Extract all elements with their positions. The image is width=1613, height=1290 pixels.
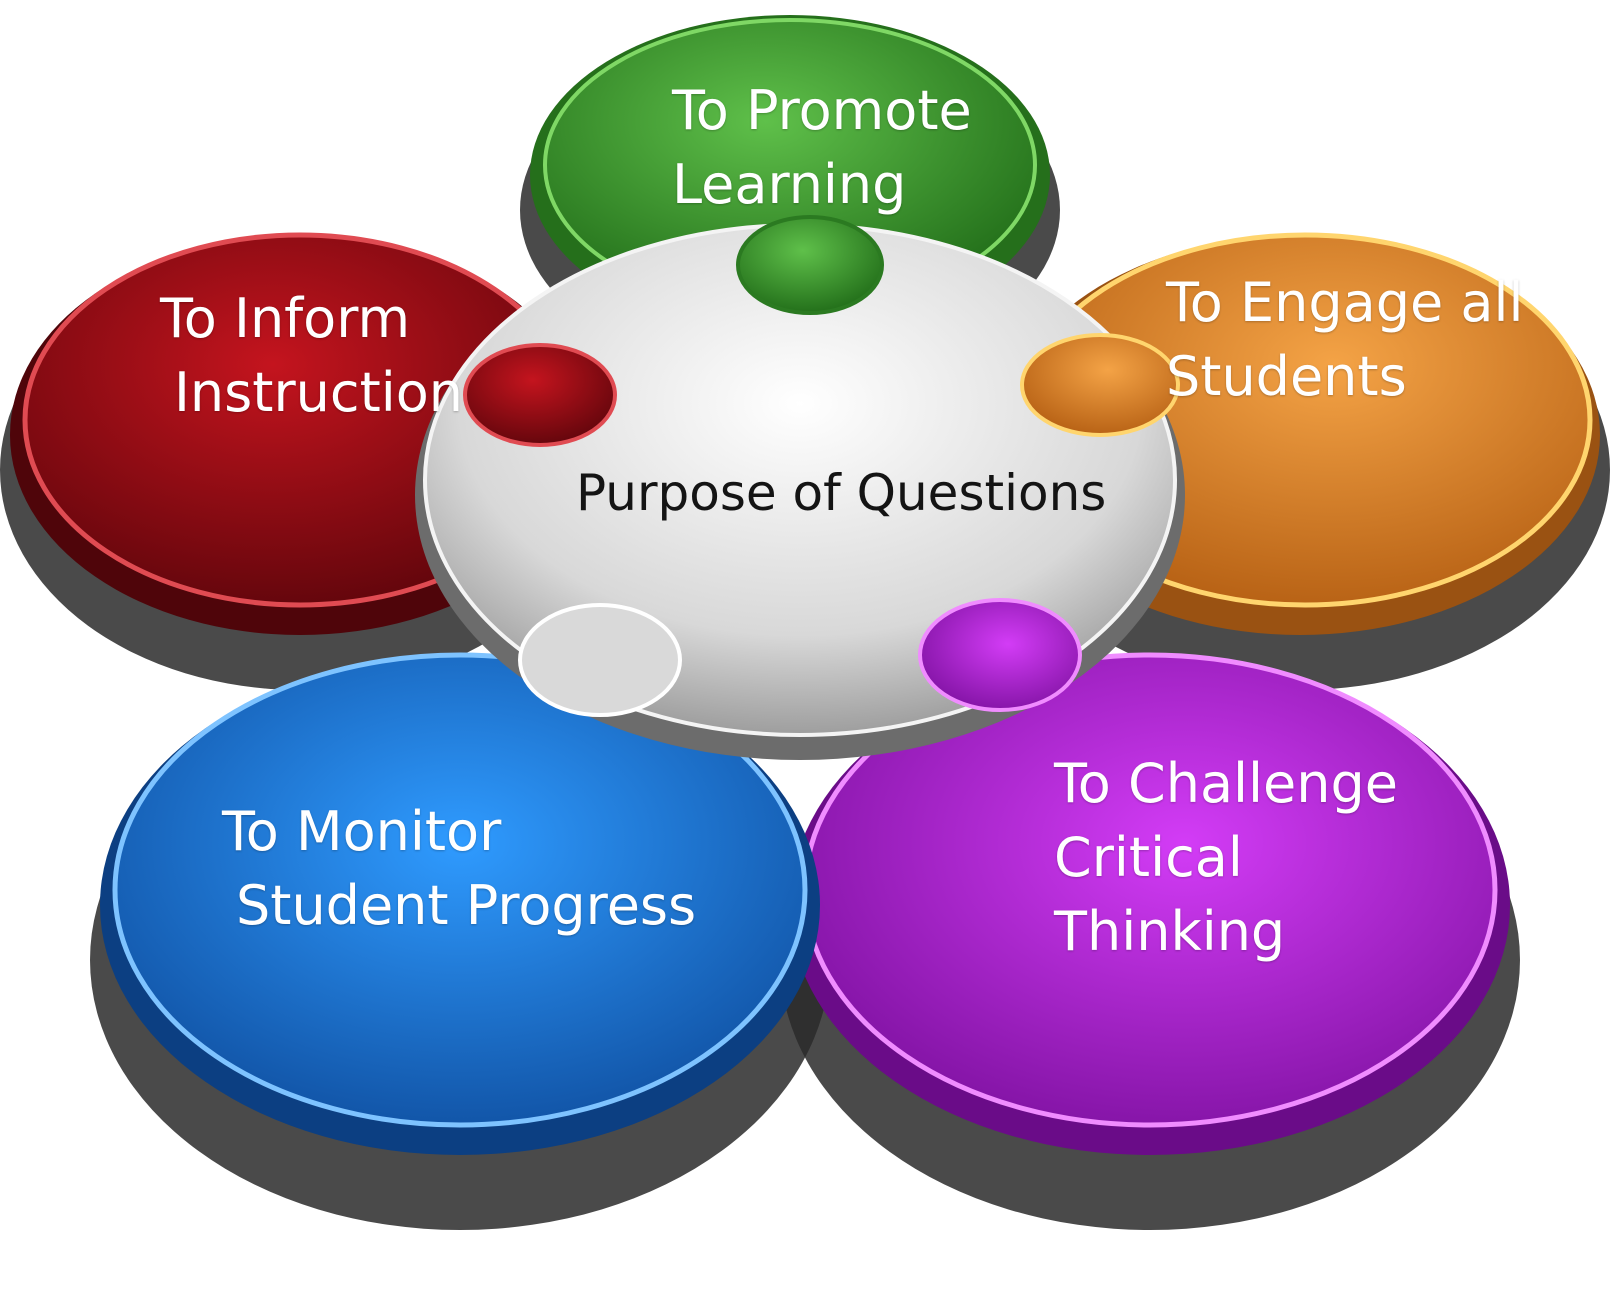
tab-purple (918, 598, 1082, 712)
tab-green (736, 215, 884, 315)
label-promote-learning: To Promote Learning (672, 79, 972, 216)
puzzle-tabs (463, 215, 1180, 717)
label-monitor-student-progress: To Monitor Student Progress (222, 800, 697, 937)
tab-red (463, 343, 617, 447)
tab-orange (1020, 333, 1180, 437)
piece-challenge-critical-thinking (790, 652, 1510, 1155)
label-inform-instruction: To Inform Instruction (160, 287, 464, 424)
tab-blue (518, 603, 682, 717)
label-engage-all-students: To Engage all Students (1166, 271, 1524, 408)
label-challenge-critical-thinking: To Challenge Critical Thinking (1054, 752, 1398, 963)
piece-monitor-student-progress (100, 652, 820, 1155)
center-label: Purpose of Questions (576, 464, 1107, 522)
